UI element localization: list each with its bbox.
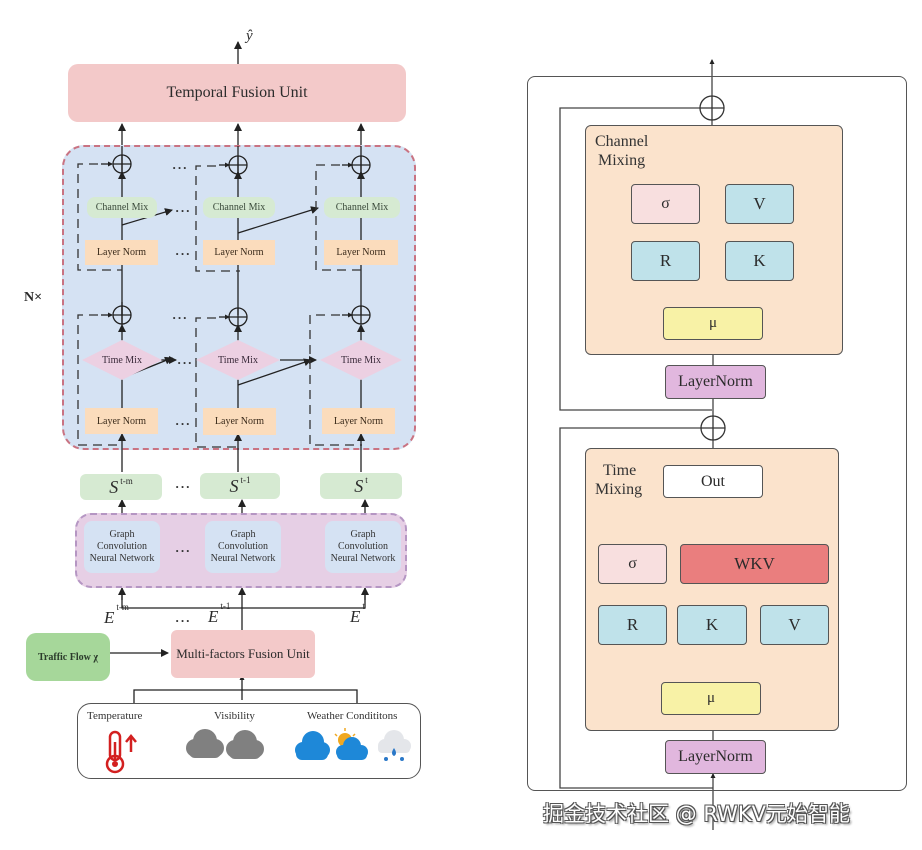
ellipsis: ···: [175, 613, 192, 628]
gcn-2: Graph Convolution Neural Network: [205, 521, 281, 573]
state-symbol: S: [229, 475, 239, 496]
factor-visibility-label: Visibility: [214, 710, 255, 722]
ellipsis: ···: [177, 355, 194, 370]
ellipsis: ···: [175, 246, 192, 261]
embedding-superscript: t-1: [220, 601, 231, 612]
gcn-line: Neural Network: [210, 553, 276, 564]
cm-layernorm-box: LayerNorm: [665, 365, 766, 399]
tm-out-box: Out: [663, 465, 763, 498]
embedding-superscript: t-m: [116, 602, 129, 613]
state-symbol: S: [109, 476, 119, 497]
cm-r-box: R: [631, 241, 700, 281]
embedding-symbol: E: [208, 607, 219, 626]
gcn-line: Neural Network: [89, 553, 155, 564]
time-mix-1: Time Mix: [102, 354, 142, 366]
gcn-line: Convolution: [96, 541, 147, 552]
gcn-line: Convolution: [217, 541, 268, 552]
layer-norm-top-3: Layer Norm: [324, 240, 398, 265]
ellipsis: ···: [172, 160, 189, 175]
state-superscript: t-m: [120, 476, 133, 486]
layer-norm-bottom-3: Layer Norm: [322, 408, 395, 434]
tm-mu-box: μ: [661, 682, 761, 715]
embedding-symbol: E: [350, 607, 361, 626]
cm-k-box: K: [725, 241, 794, 281]
tm-wkv-box: WKV: [680, 544, 829, 584]
channel-mix-1: Channel Mix: [87, 197, 157, 218]
ellipsis: ···: [175, 543, 192, 558]
multi-factors-fusion-unit: Multi-factors Fusion Unit: [171, 630, 315, 678]
factor-weather-label: Weather Condititons: [307, 710, 398, 722]
rain-cloud-icon: [378, 730, 411, 761]
channel-mix-2: Channel Mix: [203, 197, 275, 218]
tm-v-box: V: [760, 605, 829, 645]
repeat-label: N×: [24, 290, 43, 305]
time-mix-3: Time Mix: [341, 354, 381, 366]
tm-k-box: K: [677, 605, 747, 645]
thermometer-icon: [105, 730, 137, 774]
gcn-line: Graph: [109, 529, 135, 540]
title-line: Channel: [595, 133, 649, 150]
cloud-icon: [186, 729, 264, 759]
tm-r-box: R: [598, 605, 667, 645]
layer-norm-bottom-1: Layer Norm: [85, 408, 158, 434]
weather-icons: [295, 728, 411, 761]
time-mixing-title: Time Mixing: [595, 461, 642, 499]
embedding-symbol: E: [104, 608, 115, 627]
state-superscript: t: [365, 475, 368, 485]
rwkv-stack-block: [62, 145, 416, 450]
layer-norm-bottom-2: Layer Norm: [203, 408, 276, 435]
cm-mu-box: μ: [663, 307, 763, 340]
gcn-line: Neural Network: [330, 553, 396, 564]
channel-mixing-title: Channel Mixing: [595, 132, 648, 170]
tm-sigma-box: σ: [598, 544, 667, 584]
ellipsis: ···: [175, 416, 192, 431]
layer-norm-top-1: Layer Norm: [85, 240, 158, 265]
title-line: Mixing: [598, 152, 646, 169]
gcn-line: Graph: [230, 529, 256, 540]
embedding-label-2: Et-1: [208, 601, 230, 627]
blue-cloud-icon: [295, 731, 330, 760]
state-symbol: S: [354, 475, 364, 496]
output-label: ŷ: [246, 28, 253, 44]
title-line: Mixing: [595, 481, 643, 498]
time-mix-2: Time Mix: [218, 354, 258, 366]
partly-cloudy-icon: [334, 728, 368, 760]
ellipsis: ···: [172, 310, 189, 325]
embedding-superscript: t: [362, 601, 365, 612]
state-superscript: t-1: [240, 475, 251, 485]
temporal-fusion-unit: Temporal Fusion Unit: [68, 64, 406, 122]
traffic-flow-input: Traffic Flow χ: [26, 633, 110, 681]
cm-sigma-box: σ: [631, 184, 700, 224]
layer-norm-top-2: Layer Norm: [203, 240, 275, 265]
embedding-label-1: Et-m: [104, 602, 129, 628]
gcn-line: Graph: [350, 529, 376, 540]
rwkv-block-outline: [527, 76, 907, 791]
gcn-1: Graph Convolution Neural Network: [84, 521, 160, 573]
title-line: Time: [603, 462, 637, 479]
gcn-3: Graph Convolution Neural Network: [325, 521, 401, 573]
watermark: 掘金技术社区 @ RWKV元始智能: [543, 802, 850, 826]
gcn-line: Convolution: [337, 541, 388, 552]
ellipsis: ···: [175, 203, 192, 218]
ellipsis: ···: [175, 479, 192, 494]
factor-temperature-label: Temperature: [87, 710, 143, 722]
cm-v-box: V: [725, 184, 794, 224]
embedding-label-3: Et: [350, 601, 365, 627]
channel-mix-3: Channel Mix: [324, 197, 400, 218]
tm-layernorm-box: LayerNorm: [665, 740, 766, 774]
